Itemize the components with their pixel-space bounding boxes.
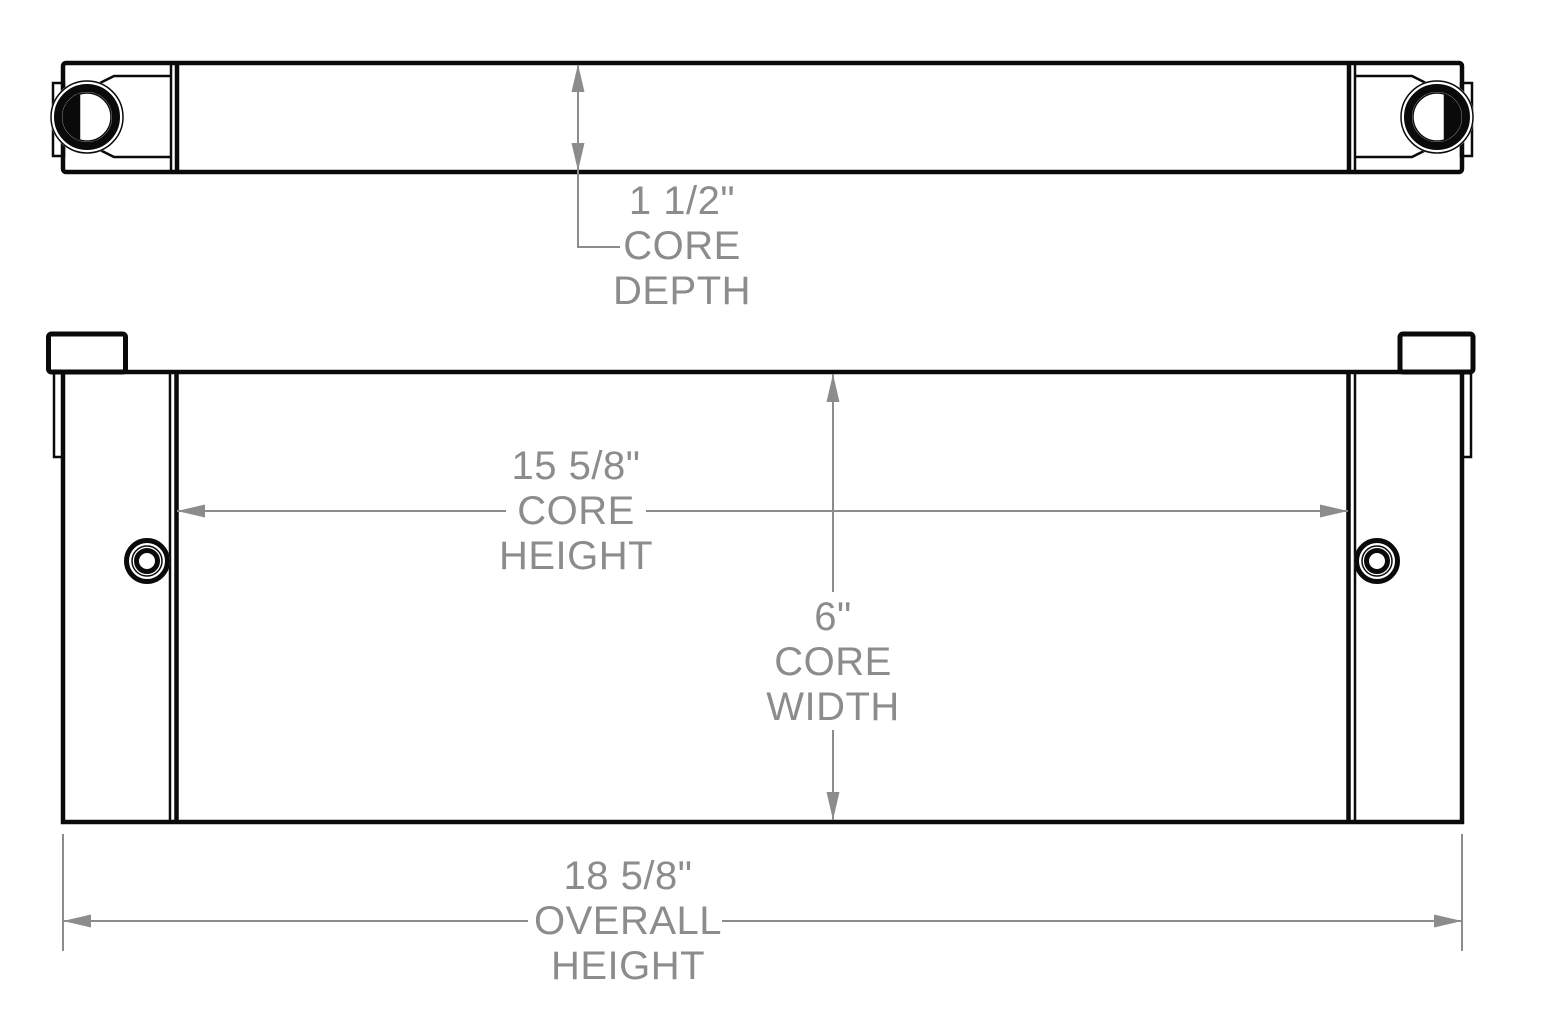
core-width-label: 6" CORE WIDTH — [766, 595, 900, 730]
front-view-right-bracket — [1462, 372, 1473, 459]
right-port-bore-crescent — [1445, 94, 1461, 140]
top-view-right-tank-inner-line — [1355, 74, 1427, 85]
top-view-right-tank-inner-line — [1355, 148, 1427, 159]
core-depth-label: 1 1/2" CORE DEPTH — [613, 179, 751, 314]
overall-height-value: 18 5/8" — [563, 854, 693, 898]
arrowhead-down — [571, 143, 585, 171]
arrowhead-right — [1434, 914, 1462, 928]
top-view — [50, 60, 1474, 175]
core-depth-value: 1 1/2" — [628, 179, 736, 223]
arrowhead-left — [177, 504, 205, 518]
core-width-dimension — [826, 374, 840, 820]
core-height-value: 15 5/8" — [511, 444, 641, 488]
right-bolt-boss — [1354, 538, 1400, 584]
arrowhead-left — [63, 914, 91, 928]
arrowhead-down — [826, 792, 840, 820]
left-bolt-boss — [124, 538, 170, 584]
overall-height-label: 18 5/8" OVERALL HEIGHT — [534, 854, 722, 989]
left-port-bore-crescent — [63, 94, 79, 140]
arrowhead-up — [826, 374, 840, 402]
front-view-left-tab — [46, 331, 128, 375]
core-height-label: 15 5/8" CORE HEIGHT — [499, 444, 653, 579]
core-height-label-line1: CORE — [517, 489, 635, 533]
overall-height-label-line1: OVERALL — [533, 899, 723, 943]
right-port-fitting — [1400, 80, 1474, 154]
core-depth-dimension — [571, 64, 620, 248]
front-view-right-tab — [1397, 331, 1476, 375]
arrowhead-right — [1320, 504, 1348, 518]
front-view — [46, 331, 1476, 825]
core-width-label-line1: CORE — [774, 640, 892, 684]
core-depth-label-line2: DEPTH — [612, 269, 752, 313]
core-depth-label-line1: CORE — [623, 224, 741, 268]
core-height-dimension — [177, 504, 1348, 518]
core-width-value: 6" — [814, 595, 852, 639]
arrowhead-up — [571, 64, 585, 92]
left-port-fitting — [50, 80, 124, 154]
front-view-left-bracket — [52, 372, 63, 459]
front-view-outline — [60, 369, 1465, 825]
top-view-outline — [60, 60, 1465, 175]
core-width-label-line2: WIDTH — [766, 685, 900, 729]
overall-height-dimension — [62, 834, 1463, 951]
top-view-left-tank-inner-line — [99, 74, 171, 85]
top-view-left-tank-inner-line — [99, 148, 171, 159]
core-height-label-line2: HEIGHT — [498, 534, 654, 578]
overall-height-label-line2: HEIGHT — [550, 944, 706, 988]
